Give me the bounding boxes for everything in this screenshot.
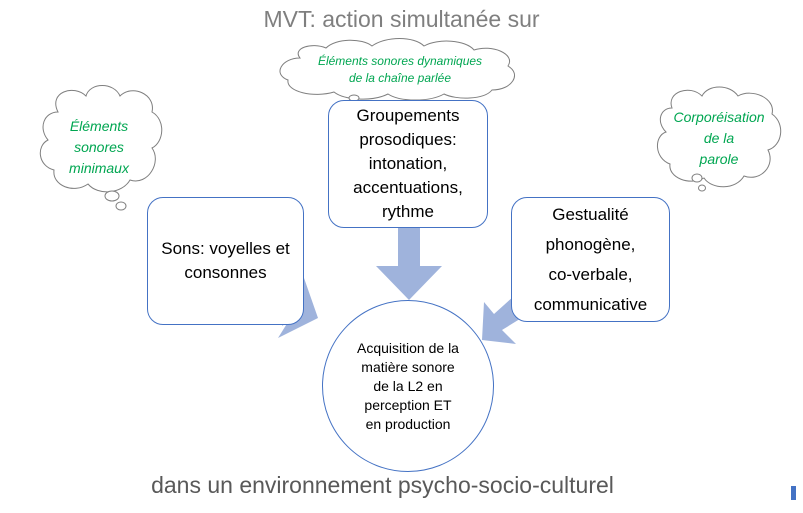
arrow-top [376,228,442,300]
cloud-left [39,85,163,211]
center-circle: Acquisition de la matière sonore de la L… [322,300,494,472]
cloud-right-text: Corporéisation de la parole [673,108,765,167]
corner-marker-icon [791,486,796,500]
cloud-top-text: Éléments sonores dynamiques de la chaîne… [317,54,483,85]
diagram-title: MVT: action simultanée sur [263,6,540,32]
cloud-right [657,86,782,192]
diagram-footer: dans un environnement psycho-socio-cultu… [151,472,614,498]
box-gestualite: Gestualité phonogène, co-verbale, commun… [511,197,670,322]
cloud-left-text: Éléments sonores minimaux [69,117,129,176]
cloud-top [279,38,515,102]
box-groupements: Groupements prosodiques: intonation, acc… [328,100,488,228]
box-sons: Sons: voyelles et consonnes [147,197,304,325]
